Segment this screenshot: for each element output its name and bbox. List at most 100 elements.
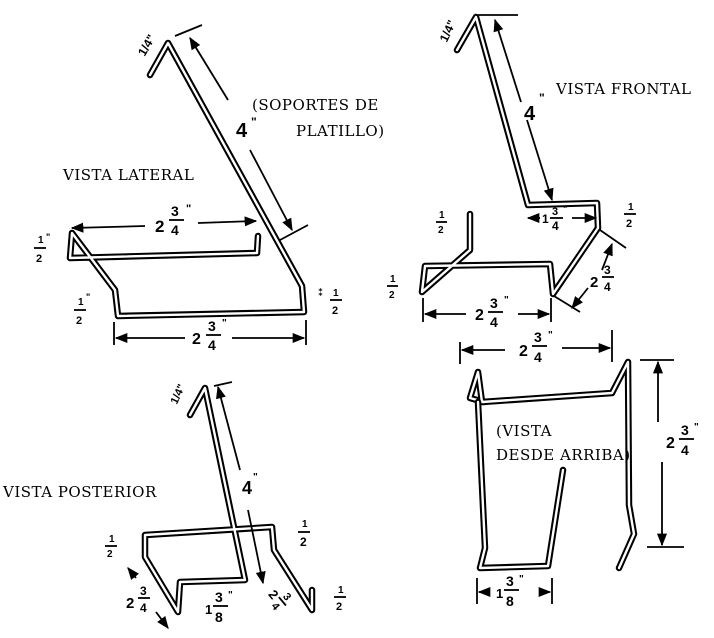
- lateral-top-width-line: [70, 222, 146, 233]
- svg-text:2: 2: [626, 218, 632, 230]
- svg-text:2: 2: [265, 587, 281, 602]
- inch-mark: ": [539, 91, 545, 105]
- svg-text:3: 3: [490, 295, 498, 311]
- svg-text:": ": [222, 318, 227, 329]
- frontal-view-title: VISTA FRONTAL: [555, 80, 691, 98]
- top-wire: [466, 358, 638, 572]
- frontal-diagonal-dim: 2 3 4: [590, 263, 614, 294]
- lateral-wire: [66, 39, 308, 320]
- posterior-hook-dim: 1/4": [169, 382, 189, 406]
- svg-text:2: 2: [36, 253, 42, 265]
- svg-text:4: 4: [490, 314, 498, 330]
- top-view-title-line2: DESDE ARRIBA): [496, 446, 631, 464]
- svg-text:2: 2: [155, 217, 164, 236]
- lateral-upright-dim-line-bottom: [249, 149, 293, 232]
- svg-text:": ": [504, 295, 509, 306]
- svg-text:2: 2: [475, 307, 484, 324]
- svg-text:2: 2: [590, 274, 598, 291]
- svg-text:3: 3: [506, 573, 514, 589]
- svg-text:1: 1: [302, 519, 308, 530]
- lateral-hook-dim: 1/4": [135, 32, 158, 58]
- lateral-top-width-dim: 2 3 4 ": [155, 203, 191, 238]
- saucer-support-note-line1: (SOPORTES DE: [252, 96, 379, 114]
- svg-text:2: 2: [76, 315, 82, 327]
- top-width-dim: 2 3 4 ": [519, 329, 553, 365]
- svg-text:1: 1: [542, 212, 549, 226]
- svg-text:2: 2: [126, 595, 134, 612]
- svg-text:": ": [563, 204, 567, 214]
- posterior-bottom-dim: 1 3 8 ": [205, 589, 233, 625]
- svg-text:4: 4: [681, 442, 689, 458]
- frontal-step-dim: 1 3 4 ": [542, 204, 567, 233]
- svg-text:3: 3: [681, 422, 689, 438]
- svg-text:4: 4: [208, 337, 216, 353]
- frontal-upright-dim: 4: [524, 103, 536, 125]
- frontal-upright-dim-line: [526, 119, 554, 202]
- svg-text:4: 4: [269, 601, 283, 614]
- frontal-diagonal-line: [601, 242, 613, 271]
- svg-text:2: 2: [336, 601, 342, 613]
- frontal-ext-line: [599, 229, 627, 249]
- svg-text:3: 3: [215, 589, 223, 605]
- svg-text:3: 3: [604, 263, 611, 277]
- svg-text:2: 2: [519, 343, 528, 360]
- svg-text:3: 3: [534, 329, 542, 345]
- svg-text:8: 8: [506, 593, 514, 609]
- svg-text:2: 2: [666, 435, 675, 452]
- lateral-ext-line: [174, 24, 203, 37]
- lateral-view-title: VISTA LATERAL: [62, 166, 194, 184]
- svg-text:2: 2: [192, 331, 201, 348]
- top-view-title-line1: (VISTA: [496, 422, 552, 440]
- posterior-ext-line: [213, 381, 233, 387]
- svg-text:1: 1: [496, 586, 503, 601]
- posterior-left-rise-dim: 1 2: [105, 534, 117, 560]
- frontal-upright-dim-line: [493, 18, 522, 103]
- svg-text:": ": [519, 574, 524, 585]
- svg-text:4: 4: [140, 601, 147, 615]
- posterior-right-rise-dim: 1 2: [298, 519, 310, 549]
- svg-text:": ": [228, 590, 233, 601]
- frontal-diagonal-line: [571, 287, 589, 309]
- svg-text:1: 1: [205, 602, 212, 617]
- svg-text:2: 2: [300, 535, 307, 549]
- svg-text:2: 2: [107, 549, 113, 560]
- posterior-upright-dim-line: [216, 385, 241, 471]
- posterior-right-diagonal-dim: 2 3 4: [265, 587, 293, 614]
- svg-text:1: 1: [338, 585, 344, 596]
- top-depth-dim: 2 3 4 ": [666, 422, 699, 458]
- top-view: 2 3 4 " 2 3 4 " 1 3 8 " (VISTA DESDE ARR: [459, 329, 699, 609]
- frontal-wire: [418, 13, 602, 298]
- posterior-view: 4 " 1/4" 1 2 1 2 2 3 4 2 3 4 1 3: [2, 381, 346, 630]
- svg-text:4: 4: [534, 349, 542, 365]
- posterior-left-diagonal-line: [155, 611, 169, 630]
- svg-text:3: 3: [208, 318, 216, 334]
- svg-text:4: 4: [171, 222, 179, 238]
- svg-text:": ": [186, 203, 191, 215]
- svg-text:": ": [548, 330, 553, 341]
- frontal-left-end-dim: 1 2: [436, 210, 447, 236]
- posterior-upright-dim-line: [247, 509, 266, 585]
- svg-text:1: 1: [390, 274, 396, 285]
- svg-text:2: 2: [389, 290, 395, 301]
- svg-text:4: 4: [552, 219, 559, 233]
- lateral-right-rise-dim: 1 2 ⁑: [318, 287, 342, 317]
- svg-text:⁑: ⁑: [318, 287, 323, 299]
- saucer-support-note-line2: PLATILLO): [296, 122, 385, 140]
- lateral-top-width-line: [197, 216, 258, 227]
- posterior-view-title: VISTA POSTERIOR: [2, 483, 157, 501]
- lateral-upright-dim: 4: [236, 120, 248, 142]
- frontal-ext-line: [553, 295, 581, 313]
- svg-text:3: 3: [171, 203, 179, 219]
- frontal-base-width-dim: 2 3 4 ": [475, 295, 509, 330]
- lateral-left-rise-top-dim: 1 2 ": [34, 232, 50, 265]
- svg-text:1: 1: [439, 210, 445, 221]
- lateral-ext-line: [279, 224, 309, 241]
- posterior-wire: [141, 384, 316, 616]
- svg-text:1: 1: [38, 235, 44, 246]
- posterior-upright-dim: 4: [242, 478, 252, 498]
- svg-text:2: 2: [438, 225, 444, 236]
- inch-mark: ": [251, 115, 257, 129]
- svg-text:1: 1: [78, 297, 84, 308]
- posterior-left-diagonal-dim: 2 3 4: [126, 584, 150, 615]
